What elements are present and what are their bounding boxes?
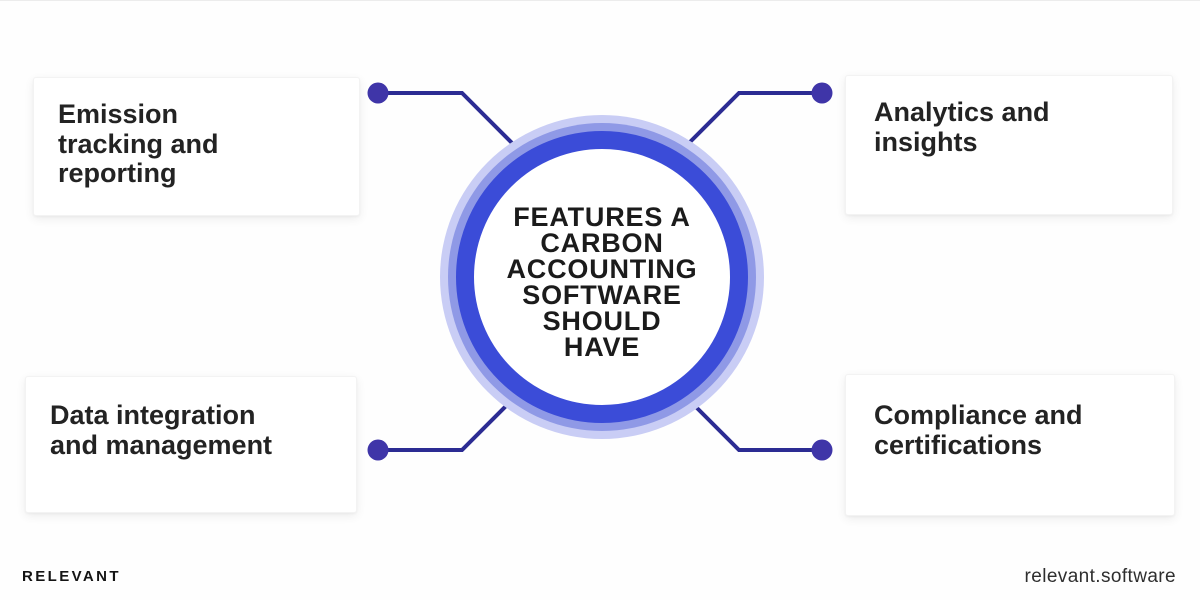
card-label-line: Compliance and: [874, 400, 1083, 430]
center-circle: FEATURES A CARBON ACCOUNTING SOFTWARE SH…: [456, 131, 748, 423]
card-label-line: Emission: [58, 99, 179, 129]
connector-line-bottom-right: [674, 385, 822, 452]
connector-dot-top-left: [367, 82, 389, 104]
connector-dot-top-right: [811, 82, 833, 104]
card-label: Emission tracking and reporting: [58, 99, 335, 189]
website-url: relevant.software: [1024, 566, 1176, 587]
connector-line-top-left: [378, 91, 527, 158]
card-label: Analytics and insights: [874, 97, 1148, 157]
card-label-line: Data integration: [50, 400, 256, 430]
card-label: Compliance and certifications: [874, 400, 1150, 460]
brand-logo: RELEVANT: [22, 568, 121, 585]
center-title-line: ACCOUNTING: [506, 254, 698, 284]
connector-line-bottom-left: [378, 385, 527, 452]
card-label-line: certifications: [874, 429, 1043, 460]
card-label-line: and management: [50, 429, 273, 460]
center-title-line: HAVE: [563, 332, 641, 362]
card-compliance-certifications: Compliance and certifications: [845, 374, 1175, 516]
connector-dot-bottom-left: [367, 439, 389, 461]
card-label-line: tracking and: [58, 128, 219, 159]
card-analytics-insights: Analytics and insights: [845, 75, 1173, 215]
card-data-integration: Data integration and management: [25, 376, 357, 513]
card-label-line: Analytics and: [874, 97, 1050, 127]
card-label: Data integration and management: [50, 400, 332, 460]
center-title-line: FEATURES A: [513, 202, 691, 232]
center-title-line: SOFTWARE: [522, 280, 682, 310]
card-label-line: insights: [874, 126, 978, 157]
card-emission-tracking: Emission tracking and reporting: [33, 77, 360, 216]
connector-dot-bottom-right: [811, 439, 833, 461]
center-title-line: CARBON: [540, 228, 664, 258]
center-title-line: SHOULD: [542, 306, 662, 336]
card-label-line: reporting: [58, 158, 177, 188]
center-title: FEATURES A CARBON ACCOUNTING SOFTWARE SH…: [506, 202, 698, 362]
connector-line-top-right: [674, 91, 822, 158]
